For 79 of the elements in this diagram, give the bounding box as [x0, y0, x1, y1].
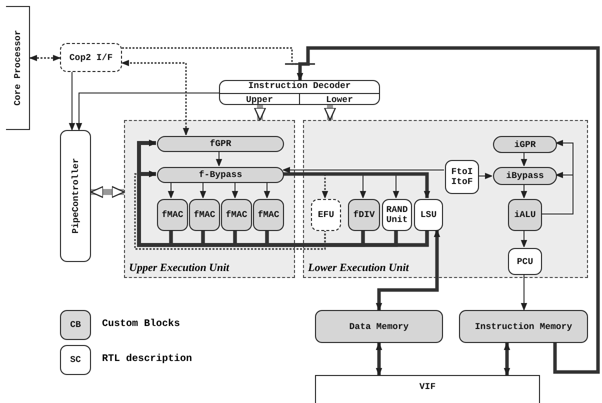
node-text: fGPR: [210, 139, 232, 149]
swatch-label: CB: [70, 320, 81, 330]
converter-box: [445, 160, 479, 194]
unit-box: [157, 199, 188, 231]
node-text: PipeController: [70, 158, 80, 234]
arrow: [134, 170, 326, 250]
double-arrow: [122, 60, 190, 136]
memory-box: [315, 310, 443, 343]
arrow: [216, 150, 222, 166]
group-title: Upper Execution Unit: [129, 262, 230, 274]
arrow: [254, 105, 266, 121]
unit-box: [189, 199, 220, 231]
double-arrow: [504, 342, 510, 376]
node-text: Cop2 I/F: [69, 52, 113, 62]
double-arrow: [30, 54, 60, 62]
arrow: [200, 182, 206, 198]
arrow: [540, 172, 574, 214]
node-text: fMAC: [162, 210, 184, 220]
node-text: f-Bypass: [198, 170, 242, 180]
node-text: LSU: [420, 210, 437, 220]
node-text: iGPR: [514, 140, 536, 150]
node-text: iALU: [514, 210, 536, 220]
arrow: [283, 172, 430, 198]
register-file-pill: [157, 136, 284, 152]
bypass-pill: [157, 167, 284, 183]
unit-box: [311, 199, 341, 231]
processor-bracket: [6, 6, 30, 130]
unit-box: [221, 199, 252, 231]
unit-box: [382, 199, 412, 231]
register-file-pill: [493, 136, 557, 153]
unit-box: [253, 199, 284, 231]
arrow: [324, 105, 336, 121]
legend-text: Custom Blocks: [102, 319, 180, 330]
double-arrow: [376, 230, 440, 310]
unit-box: [508, 248, 542, 275]
unit-box: [508, 199, 542, 231]
interface-bracket: [315, 375, 540, 403]
node-text: Instruction Memory: [474, 322, 572, 332]
node-text: Lower: [299, 94, 379, 105]
arrow: [168, 182, 174, 198]
node-text: fMAC: [258, 210, 280, 220]
node-text: Instruction Decoder: [248, 80, 351, 93]
node-text: Data Memory: [349, 322, 409, 332]
node-text: EFU: [318, 210, 334, 220]
node-text: fMAC: [194, 210, 216, 220]
node-text: iBypass: [506, 171, 544, 181]
execution-unit-panel: [124, 120, 295, 278]
arrow: [520, 274, 528, 310]
arrow: [76, 92, 220, 130]
unit-box: [414, 199, 443, 231]
node-text: Core Processor: [12, 30, 22, 106]
arrow: [264, 182, 270, 198]
arrow: [478, 172, 492, 180]
unit-box: [348, 199, 380, 231]
node-text: VIF: [419, 382, 436, 392]
group-title: Lower Execution Unit: [308, 262, 409, 274]
interface-box: [60, 43, 122, 72]
arrow: [282, 166, 444, 174]
node-text: PCU: [516, 256, 534, 266]
bypass-pill: [493, 167, 557, 185]
arrow: [232, 182, 238, 198]
node-text: RAND Unit: [385, 205, 409, 225]
node-text: FtoI ItoF: [450, 167, 474, 187]
node-text: fDIV: [353, 210, 375, 220]
decoder-box: [219, 80, 380, 105]
arrow: [520, 184, 528, 198]
double-arrow: [376, 342, 382, 376]
arrow: [296, 46, 600, 374]
node-text: fMAC: [226, 210, 248, 220]
controller-box: [60, 130, 91, 262]
node-text: Upper: [244, 94, 274, 105]
arrow: [520, 152, 528, 166]
legend-text: RTL description: [102, 354, 192, 365]
memory-box: [459, 310, 588, 343]
arrow: [520, 230, 528, 248]
swatch-label: SC: [70, 355, 81, 365]
double-arrow: [90, 186, 125, 198]
execution-unit-panel: [303, 120, 588, 278]
arrow: [68, 72, 76, 130]
